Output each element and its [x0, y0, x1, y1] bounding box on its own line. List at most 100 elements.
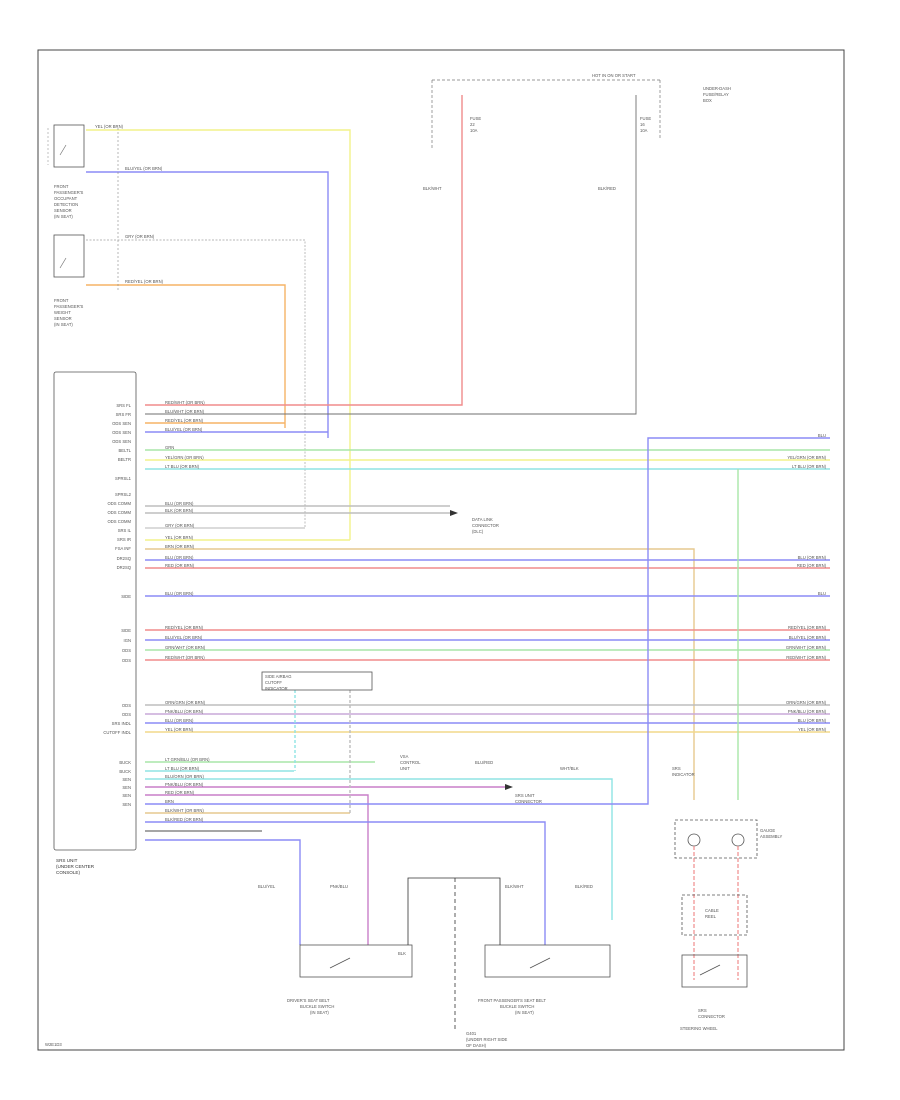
- cable-reel-label-1: CABLE: [705, 908, 719, 913]
- left-note-label-3: UNIT: [400, 766, 410, 771]
- right-note-wire: WHT/BLK: [560, 766, 579, 771]
- driver-buckle-label-3: (IN SEAT): [310, 1010, 329, 1015]
- occupant-sensor-top-label-5: SENSOR: [54, 208, 72, 213]
- occupant-sensor-top-label-6: (IN SEAT): [54, 214, 73, 219]
- bus-wire-label: ORN/GRN (OR BRN): [165, 700, 206, 705]
- srs-pin-label: SEN: [122, 777, 131, 782]
- srs-pin-label: SEN: [122, 785, 131, 790]
- srs-pin-label: SIDE: [121, 628, 131, 633]
- steering-wheel-label: STEERING WHEEL: [680, 1026, 718, 1031]
- srs-pin-label: IGN: [124, 638, 131, 643]
- srs-pin-label: ODS: [122, 703, 131, 708]
- signal-buses: [145, 422, 830, 945]
- steering-column-label-2: CONNECTOR: [698, 1014, 725, 1019]
- srs-pin-label: SRS IR: [117, 537, 131, 542]
- occupant-sensor-bottom-label-4: SENSOR: [54, 316, 72, 321]
- side-airbag-note: SIDE AIRBAG CUTOFF INDICATOR: [261, 671, 373, 691]
- passenger-buckle-switch: FRONT PASSENGER'S SEAT BELT BUCKLE SWITC…: [478, 944, 611, 1015]
- ground-label-2: (UNDER RIGHT SIDE: [466, 1037, 508, 1042]
- srs-pin-label: FSA INF: [115, 546, 131, 551]
- bus-wire-label: BRN (OR BRN): [165, 544, 195, 549]
- data-link-label-3: (DLC): [472, 529, 484, 534]
- buckle-wire-5: BLK/RED: [575, 884, 593, 889]
- occupant-sensor-top-label-4: DETECTION: [54, 202, 78, 207]
- buckle-wire-3: BLK: [398, 951, 406, 956]
- bus-wire-label: YEL (OR BRN): [165, 535, 194, 540]
- bus-wire-label: LT BLU (OR BRN): [165, 464, 200, 469]
- power-wire-red: [145, 95, 463, 406]
- right-note-label-1: SRS UNIT: [515, 793, 535, 798]
- srs-pin-label: SEN: [122, 802, 131, 807]
- fuse-a-label-3: 10A: [470, 128, 478, 133]
- right-wire-label: BLU: [818, 591, 826, 596]
- data-link-label-1: DATA LINK: [472, 517, 493, 522]
- srs-pin-label: BELTR: [118, 457, 131, 462]
- ground-label-3: OF DASH): [466, 1043, 487, 1048]
- diagram-frame: [37, 49, 845, 1051]
- fuse-b-label-3: 10A: [640, 128, 648, 133]
- side-airbag-label-1: SIDE AIRBAG: [265, 674, 292, 679]
- right-wire-label: BLU (OR BRN): [798, 555, 827, 560]
- cable-reel-label-2: REEL: [705, 914, 717, 919]
- side-airbag-label-2: CUTOFF: [265, 680, 282, 685]
- wire-label-gry-a: GRY (OR BRN): [125, 234, 155, 239]
- occupant-sensor-bottom-label-5: (IN SEAT): [54, 322, 73, 327]
- bus-wire-label: BLU (OR BRN): [165, 591, 194, 596]
- srs-light-label-1: SRS: [672, 766, 681, 771]
- bus-wire-label: BLU/YEL (OR BRN): [165, 635, 203, 640]
- fuse-a-label-1: FUSE: [470, 116, 481, 121]
- srs-pin-label: ODS COMM: [108, 519, 132, 524]
- srs-unit-label-3: CONSOLE): [56, 870, 80, 875]
- srs-light-label-2: INDICATOR: [672, 772, 695, 777]
- srs-pin-label: ODS SEN: [112, 430, 131, 435]
- passenger-buckle-label-3: (IN SEAT): [515, 1010, 534, 1015]
- fuse-b-label-2: 16: [640, 122, 645, 127]
- srs-unit: SRS UNIT (UNDER CENTER CONSOLE): [53, 371, 137, 875]
- wire-label-yel-a: YEL (OR BRN): [95, 124, 124, 129]
- bus-wire-label: BLK (OR BRN): [165, 508, 194, 513]
- srs-pin-label: ODS COMM: [108, 501, 132, 506]
- srs-pin-label: BUCK: [119, 760, 131, 765]
- buckle-wire-2: PNK/BLU: [330, 884, 348, 889]
- bus-wire-label: BLU/WHT (OR BRN): [165, 409, 205, 414]
- right-wire-label: RED/WHT (OR BRN): [786, 655, 826, 660]
- right-wire-label: YEL (OR BRN): [798, 727, 827, 732]
- steering-column-label-1: SRS: [698, 1008, 707, 1013]
- srs-pin-label: BELTL: [119, 448, 132, 453]
- bus-wire-label: GRY (OR BRN): [165, 523, 195, 528]
- bus-wire-label: GRN/WHT (OR BRN): [165, 645, 206, 650]
- driver-buckle-label-1: DRIVER'S SEAT BELT: [287, 998, 330, 1003]
- left-note-label-2: CONTROL: [400, 760, 421, 765]
- bus-wire-label: PNK/BLU (OR BRN): [165, 709, 204, 714]
- bus-wire-label: PNK/BLU (OR BRN): [165, 782, 204, 787]
- passenger-buckle-label-1: FRONT PASSENGER'S SEAT BELT: [478, 998, 546, 1003]
- right-note-label-2: CONNECTOR: [515, 799, 542, 804]
- occupant-sensor-top-label-1: FRONT: [54, 184, 69, 189]
- srs-pin-label: ODS COMM: [108, 510, 132, 515]
- bus-wire-label: YEL/GRN (OR BRN): [165, 455, 204, 460]
- bus-wire-label: LT GRN/BLU (OR BRN): [165, 757, 210, 762]
- gauge-assembly: GAUGE ASSEMBLY SRS INDICATOR: [672, 766, 782, 859]
- bus-wire-label: BLU/YEL (OR BRN): [165, 427, 203, 432]
- srs-pin-label: BUCK: [119, 769, 131, 774]
- buckle-wire-1: BLU/YEL: [258, 884, 276, 889]
- right-wire-label: GRN/WHT (OR BRN): [786, 645, 827, 650]
- wire-label-blk-wht-top: BLK/WHT: [423, 186, 442, 191]
- fuse-b-label-1: FUSE: [640, 116, 651, 121]
- srs-pin-label: SRS IL: [118, 528, 132, 533]
- bus-labels: RED/WHT (OR BRN)BLU/WHT (OR BRN)RED/YEL …: [165, 400, 210, 822]
- fuse-box-label-2: FUSE/RELAY: [703, 92, 729, 97]
- bus-wire-label: BRN: [165, 799, 174, 804]
- srs-pin-label: SPRSL1: [115, 476, 132, 481]
- left-note-wire: BLU/RED: [475, 760, 493, 765]
- srs-pin-label: SEN: [122, 793, 131, 798]
- left-note-label-1: VSA: [400, 754, 409, 759]
- wire-label-blu-yel-a: BLU/YEL (OR BRN): [125, 166, 163, 171]
- buckle-wire-4: BLK/WHT: [505, 884, 524, 889]
- cable-reel: CABLE REEL SRS CONNECTOR STEERING WHEEL: [680, 846, 748, 1031]
- srs-unit-label-1: SRS UNIT: [56, 858, 78, 863]
- bus-wire-label: BLK/WHT (OR BRN): [165, 808, 204, 813]
- srs-pin-label: SPRSL2: [115, 492, 132, 497]
- bus-wire-label: YEL (OR BRN): [165, 727, 194, 732]
